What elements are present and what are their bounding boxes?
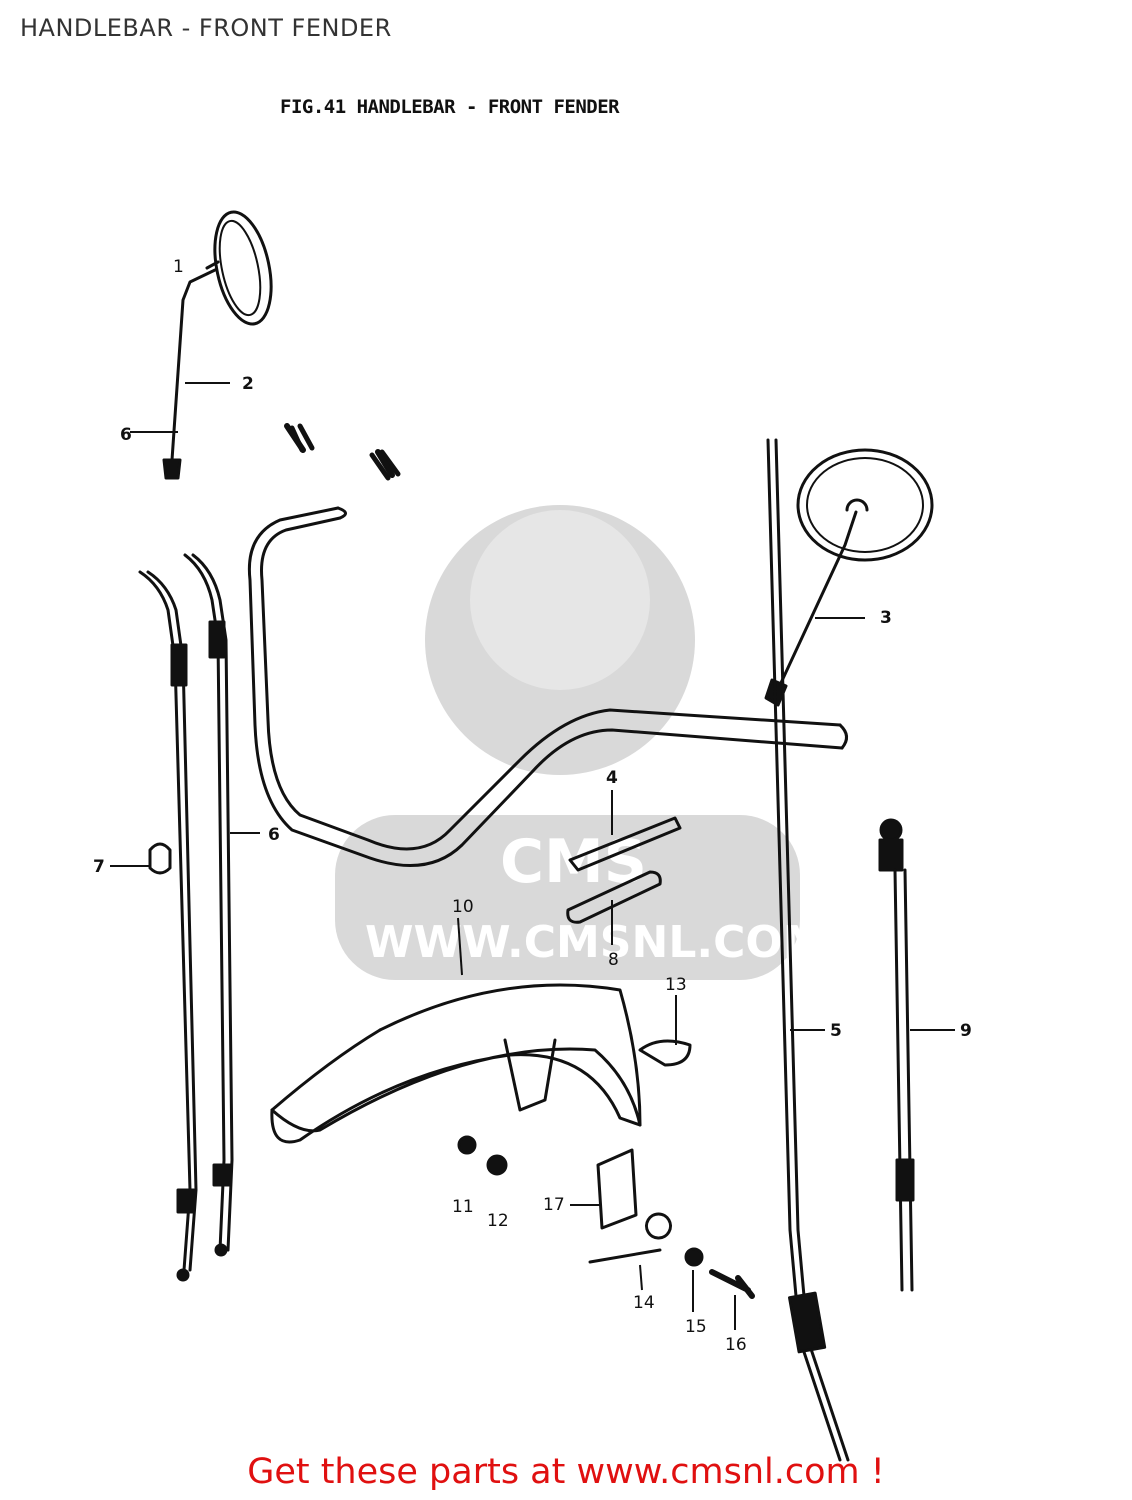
- clip-13: [638, 1039, 692, 1067]
- callout-17: 17: [543, 1195, 565, 1215]
- watermark-mascot: [425, 505, 695, 775]
- front-fender: [270, 983, 642, 1144]
- callout-5: 5: [830, 1021, 842, 1041]
- callout-11: 11: [452, 1197, 474, 1217]
- callout-4: 4: [606, 768, 618, 788]
- page-title: HANDLEBAR - FRONT FENDER: [20, 14, 392, 42]
- bracket-4: [568, 816, 682, 872]
- cable-5: [766, 438, 850, 1462]
- figure-title: FIG.41 HANDLEBAR - FRONT FENDER: [280, 96, 620, 118]
- right-mirror: [764, 448, 934, 707]
- callout-12: 12: [487, 1211, 509, 1231]
- callout-13: 13: [665, 975, 687, 995]
- washer-15: [684, 1247, 704, 1267]
- callout-16: 16: [725, 1335, 747, 1355]
- washer-12: [486, 1154, 508, 1176]
- watermark-logo-band: [335, 815, 800, 980]
- callouts: 1 2 3 4 5 6 6 7 8 9 10 11 12 13 14 15 16…: [93, 257, 972, 1355]
- bracket-17: [596, 1148, 638, 1230]
- cable-6-left: [138, 570, 198, 1282]
- callout-6-left: 6: [120, 425, 132, 445]
- leader-lines: [110, 382, 955, 1330]
- callout-9: 9: [960, 1021, 972, 1041]
- bracket-8: [566, 870, 662, 924]
- callout-2: 2: [242, 374, 254, 394]
- callout-6-right: 6: [268, 825, 280, 845]
- watermark-url: WWW.CMSNL.COM: [365, 917, 827, 968]
- callout-8: 8: [608, 950, 619, 970]
- clip-7: [148, 842, 172, 875]
- cable-9: [878, 818, 915, 1292]
- handlebar: [247, 423, 848, 868]
- footer-link-text[interactable]: Get these parts at www.cmsnl.com !: [247, 1452, 885, 1492]
- bolt-16: [709, 1269, 755, 1299]
- callout-15: 15: [685, 1317, 707, 1337]
- left-mirror: [162, 210, 273, 480]
- clamp-14: [588, 1212, 672, 1264]
- callout-7: 7: [93, 857, 105, 877]
- callout-3: 3: [880, 608, 892, 628]
- bolt-11: [457, 1135, 477, 1155]
- callout-1: 1: [173, 257, 184, 277]
- cable-6-right: [183, 553, 234, 1257]
- callout-14: 14: [633, 1293, 655, 1313]
- callout-10: 10: [452, 897, 474, 917]
